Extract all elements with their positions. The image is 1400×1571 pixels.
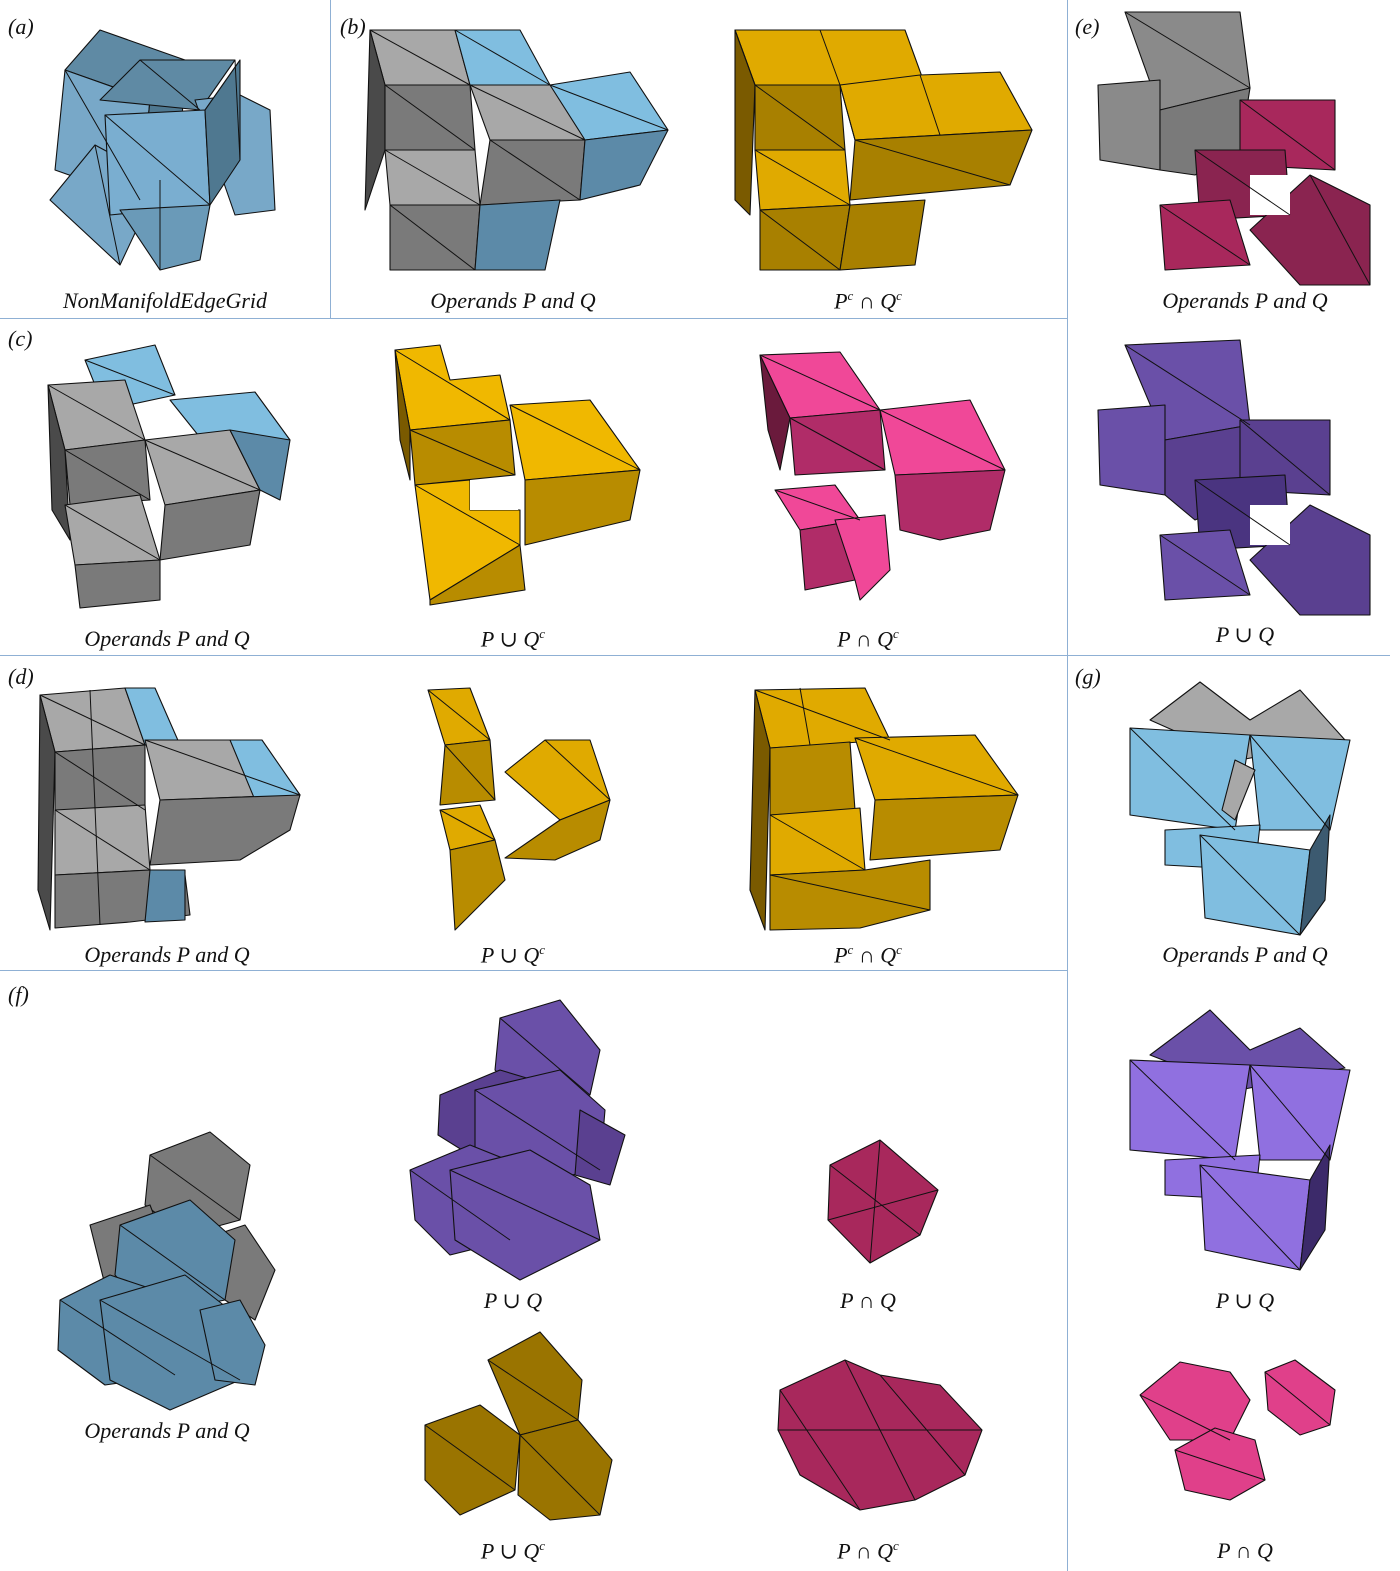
mesh-b-operands bbox=[365, 30, 668, 270]
mesh-g-intersection bbox=[1140, 1360, 1335, 1500]
mesh-b-result bbox=[735, 30, 1032, 270]
mesh-g-operands bbox=[1130, 682, 1350, 935]
mesh-d-result bbox=[750, 688, 1018, 930]
mesh-c-union bbox=[395, 345, 640, 605]
mesh-e-operands bbox=[1098, 12, 1370, 285]
mesh-f-intersection bbox=[828, 1140, 938, 1263]
mesh-e-union bbox=[1098, 340, 1370, 615]
mesh-g-union bbox=[1130, 1010, 1350, 1270]
mesh-c-intersection bbox=[760, 352, 1005, 600]
mesh-d-operands bbox=[38, 688, 300, 930]
mesh-f-intersection-complement bbox=[778, 1360, 982, 1510]
mesh-d-union bbox=[428, 688, 610, 930]
mesh-f-union bbox=[410, 1000, 625, 1280]
mesh-a-nonmanifold bbox=[50, 30, 275, 270]
mesh-f-union-complement bbox=[425, 1332, 612, 1520]
mesh-f-operands bbox=[58, 1132, 275, 1410]
mesh-c-operands bbox=[48, 345, 290, 608]
